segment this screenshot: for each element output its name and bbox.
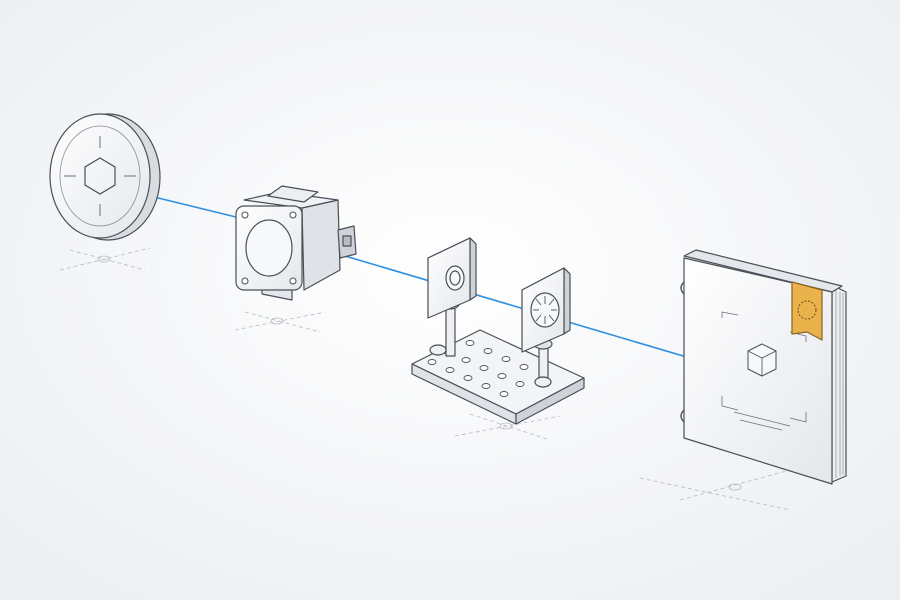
source-disc: [49, 113, 161, 241]
ground-marker-3: [454, 413, 561, 441]
bookmark-ribbon: [791, 281, 823, 341]
laser-module: [235, 185, 357, 301]
lens-window-icon: [245, 219, 293, 277]
iris-diaphragm-icon: [530, 292, 560, 328]
binder: [680, 249, 847, 485]
cover-artwork: [721, 311, 807, 431]
seal-icon: [797, 300, 817, 320]
construction-guides: [59, 247, 791, 511]
ground-marker-2: [234, 311, 326, 333]
hexagon-icon: [64, 136, 136, 216]
lens-mount-1: [427, 237, 477, 357]
laser-beam: [149, 195, 691, 359]
optical-bench: [411, 237, 585, 425]
lens-mount-2: [521, 267, 571, 388]
binder-rings: [680, 281, 685, 423]
ground-marker-4: [639, 469, 791, 511]
breadboard-holes: [427, 340, 529, 397]
hexagon-icon: [747, 343, 777, 377]
aperture-icon: [445, 265, 465, 291]
module-screws: [241, 211, 297, 285]
ground-marker-1: [59, 247, 151, 271]
